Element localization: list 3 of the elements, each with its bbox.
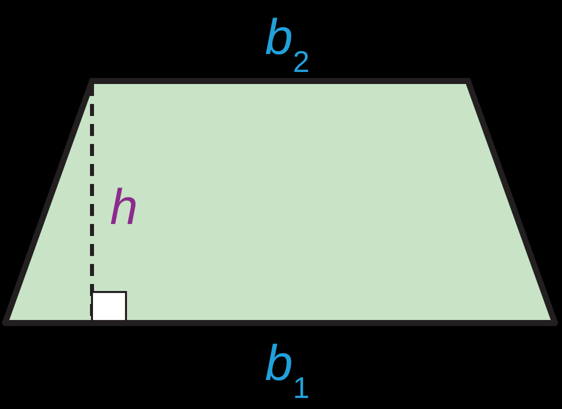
base-label: b$_{1}$	[265, 338, 310, 404]
height-label: h	[110, 182, 138, 232]
base-label: b$_{2}$	[265, 12, 310, 78]
